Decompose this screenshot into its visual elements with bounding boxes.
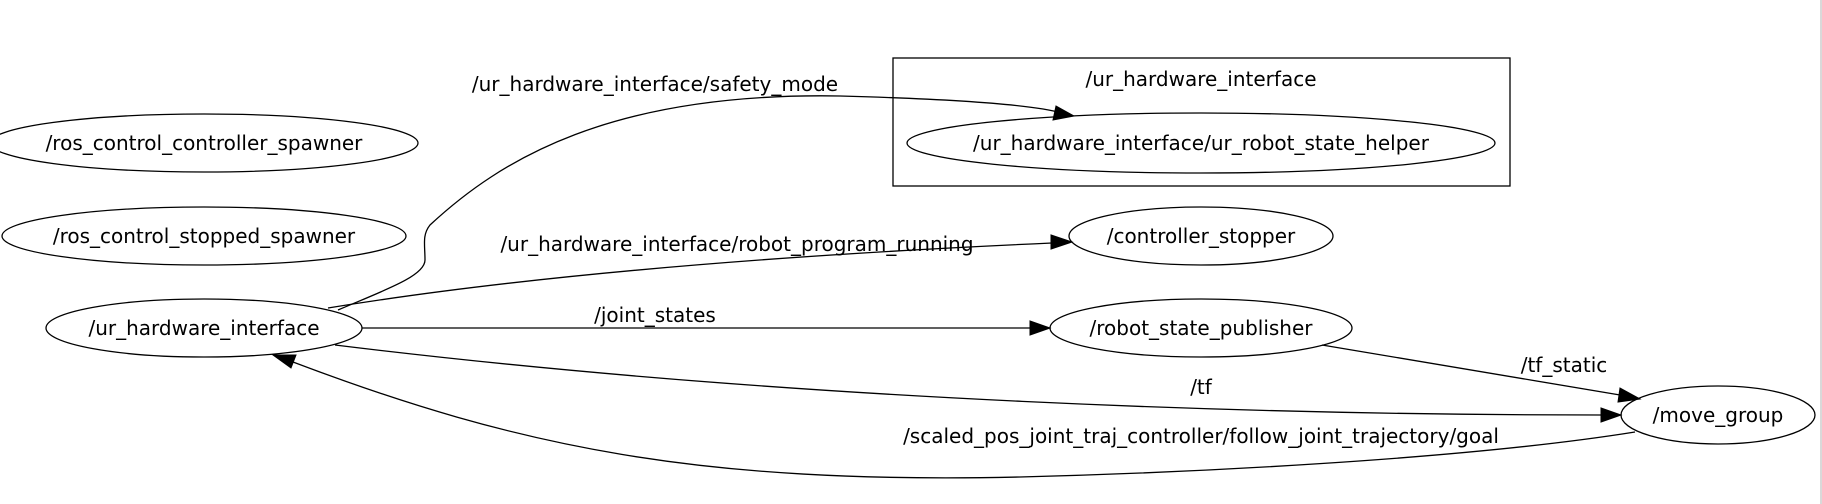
edge-label: /ur_hardware_interface/robot_program_run… [500, 232, 973, 256]
edge-robot-program-running: /ur_hardware_interface/robot_program_run… [327, 232, 1074, 309]
edge-arrowhead [1029, 320, 1052, 336]
edge-arrowhead [1052, 105, 1076, 121]
node-label: /ur_hardware_interface/ur_robot_state_he… [973, 131, 1430, 155]
edge-label: /scaled_pos_joint_traj_controller/follow… [903, 424, 1499, 448]
edge-line [337, 95, 1063, 311]
cluster-box [892, 57, 1511, 187]
edge-line [292, 361, 1636, 479]
edge-safety-mode: /ur_hardware_interface/safety_mode [337, 72, 1076, 311]
node-ellipse [1068, 206, 1334, 266]
edge-tf-static: /tf_static [1321, 344, 1642, 403]
node-label: /ros_control_controller_spawner [46, 131, 364, 155]
edge-joint-states: /joint_states [362, 303, 1052, 336]
edge-follow-joint-trajectory-goal: /scaled_pos_joint_traj_controller/follow… [271, 354, 1636, 479]
node-label: /robot_state_publisher [1090, 316, 1314, 340]
edge-line [334, 344, 1602, 416]
node-controller-stopper[interactable]: /controller_stopper [1068, 206, 1334, 266]
node-label: /controller_stopper [1107, 224, 1296, 248]
edge-label: /tf_static [1521, 353, 1608, 377]
edge-line [327, 242, 1053, 309]
edge-label: /ur_hardware_interface/safety_mode [472, 72, 838, 96]
cluster-ur-hardware-interface: /ur_hardware_interface [892, 57, 1511, 187]
node-label: /ur_hardware_interface [88, 316, 319, 340]
node-ellipse [906, 112, 1496, 174]
node-ros-control-stopped-spawner[interactable]: /ros_control_stopped_spawner [1, 206, 407, 266]
node-ellipse [1, 206, 407, 266]
edge-arrowhead [271, 354, 297, 369]
node-ellipse [0, 113, 419, 173]
edge-arrowhead [1600, 407, 1623, 423]
node-label: /move_group [1653, 403, 1784, 427]
node-label: /ros_control_stopped_spawner [53, 224, 356, 248]
node-move-group[interactable]: /move_group [1620, 385, 1816, 445]
edge-label: /joint_states [594, 303, 716, 327]
cluster-label: /ur_hardware_interface [1085, 67, 1316, 91]
node-ros-control-controller-spawner[interactable]: /ros_control_controller_spawner [0, 113, 419, 173]
node-ur-hardware-interface[interactable]: /ur_hardware_interface [45, 298, 363, 358]
edge-arrowhead [1050, 234, 1074, 250]
right-border [1820, 0, 1822, 504]
edge-arrowhead [1617, 387, 1642, 403]
node-ur-robot-state-helper[interactable]: /ur_hardware_interface/ur_robot_state_he… [906, 112, 1496, 174]
edge-label: /tf [1190, 375, 1213, 399]
edge-line [1321, 344, 1621, 396]
edge-tf: /tf [334, 344, 1623, 423]
node-robot-state-publisher[interactable]: /robot_state_publisher [1049, 298, 1353, 358]
